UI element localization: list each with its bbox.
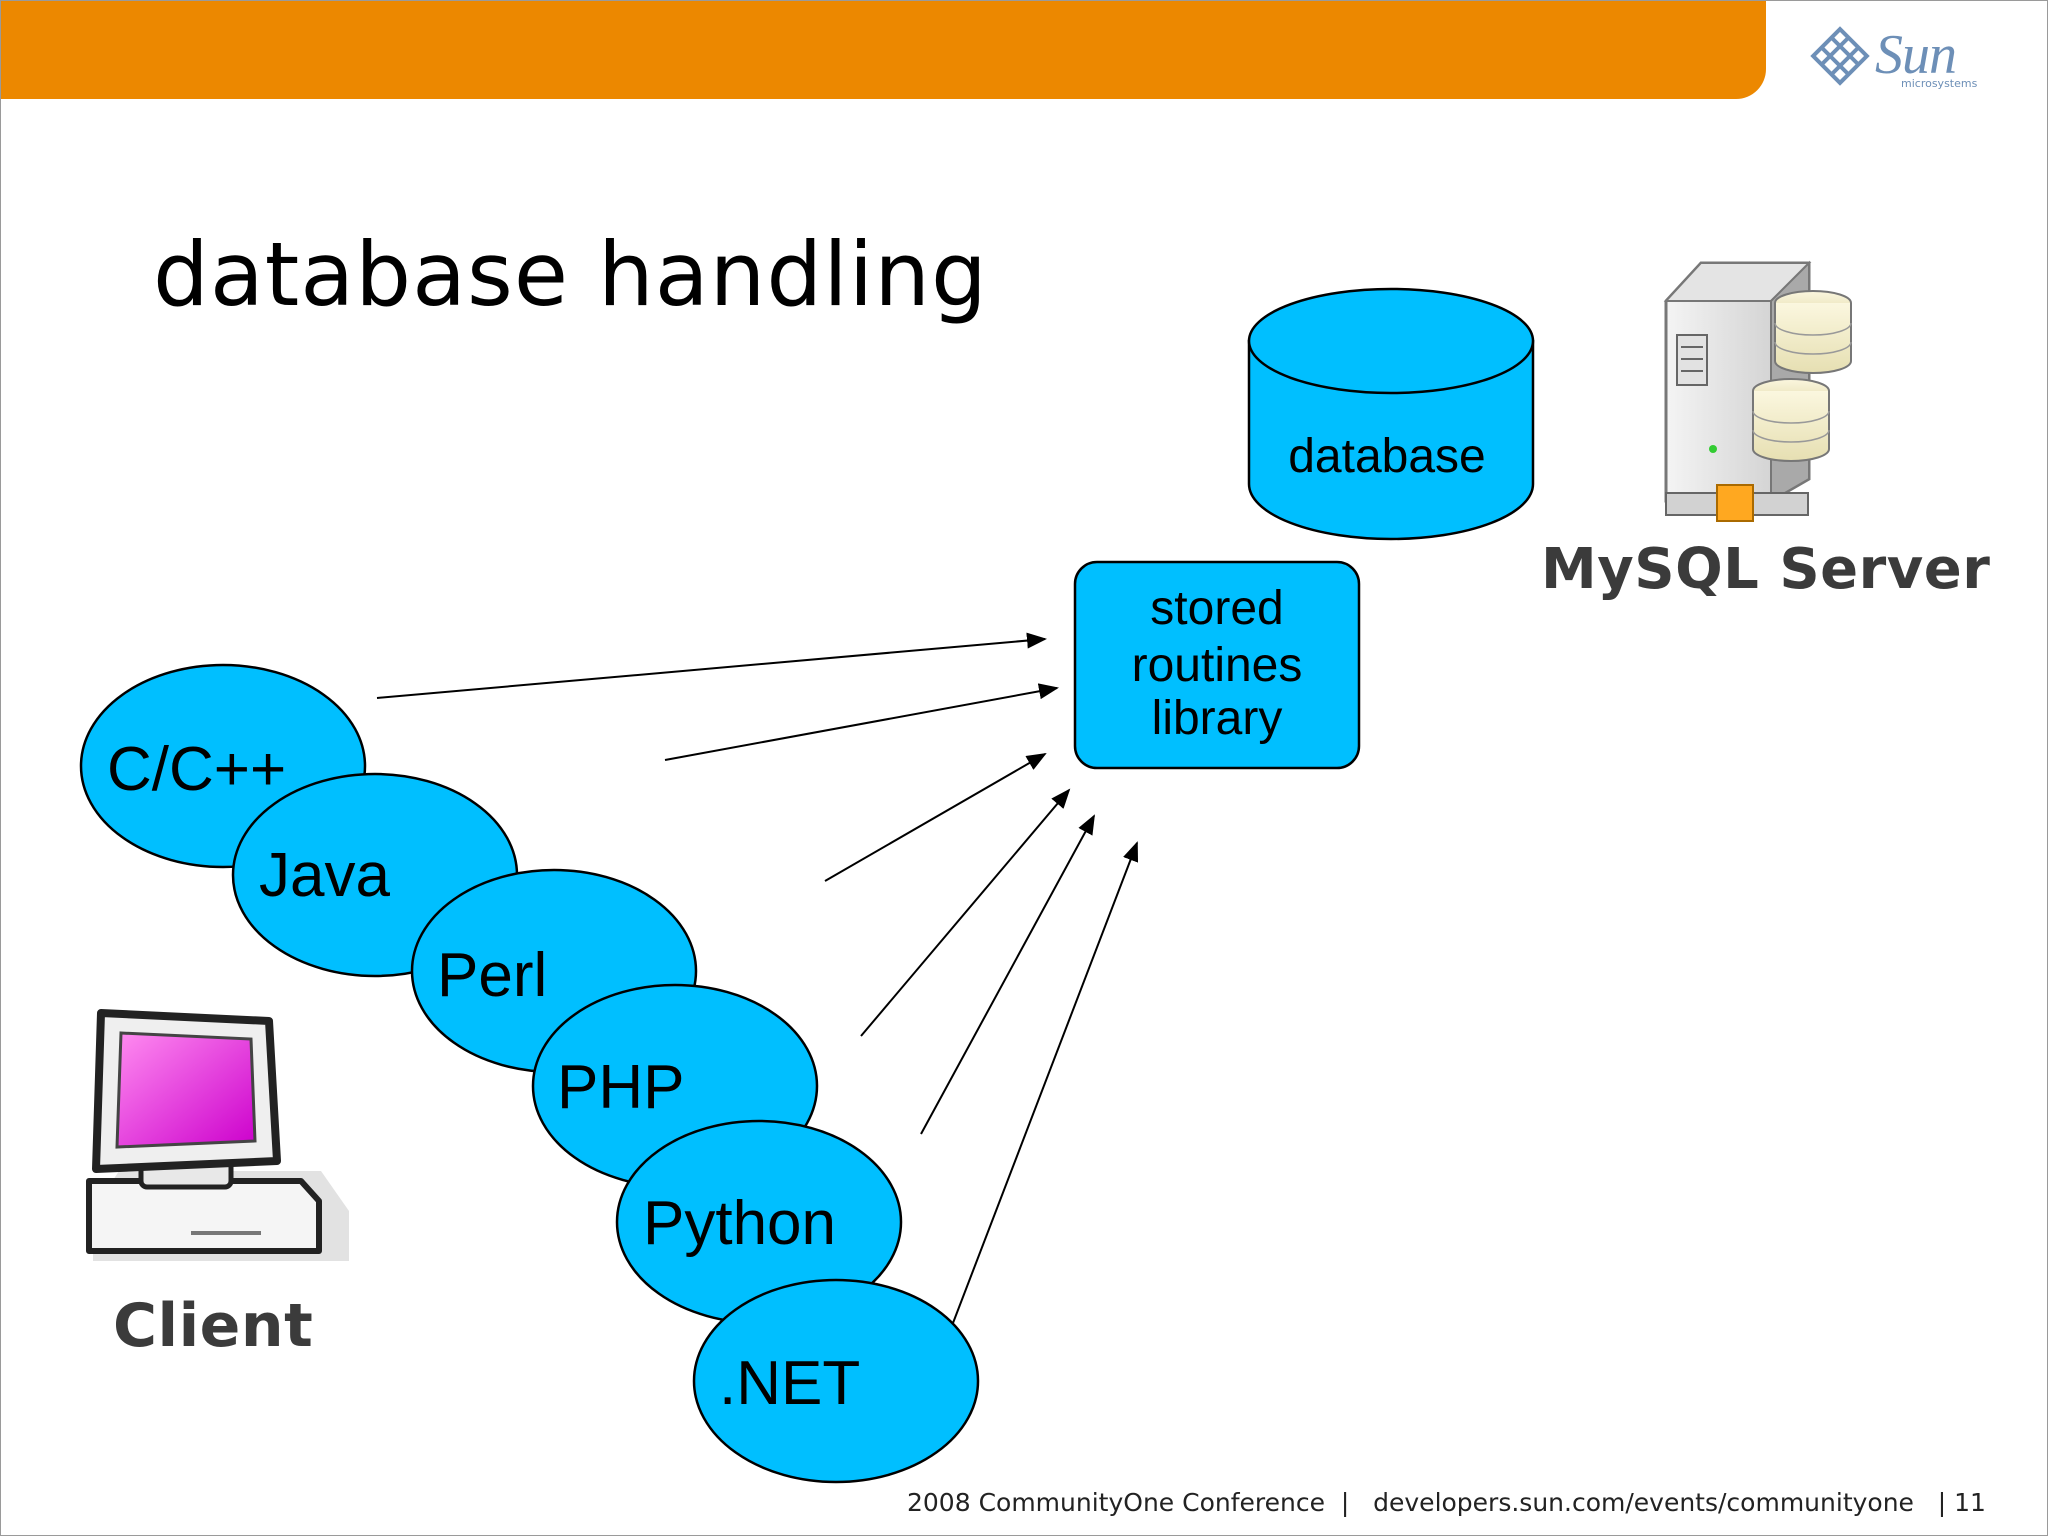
language-label: Perl (437, 941, 547, 1010)
stored-routines-box: stored routines library (1073, 560, 1361, 770)
arrow-cpp (376, 632, 1047, 699)
arrow-perl (824, 753, 1047, 882)
header-bar (1, 1, 1766, 99)
language-label: Java (259, 841, 390, 910)
sun-logo: Sun microsystems (1809, 23, 1977, 97)
footer-url: developers.sun.com/events/communityone (1373, 1488, 1914, 1517)
client-caption: Client (113, 1291, 314, 1361)
language-label: Python (643, 1189, 836, 1258)
footer-conference: 2008 CommunityOne Conference (907, 1488, 1325, 1517)
database-cylinder: database (1247, 287, 1535, 541)
logo-wordmark: Sun (1875, 24, 1957, 86)
language-node-dotnet: .NET (692, 1278, 980, 1484)
footer-page-number: 11 (1954, 1488, 1986, 1517)
sun-logo-icon (1810, 26, 1870, 86)
language-label: C/C++ (107, 735, 286, 804)
footer: 2008 CommunityOne Conference | developer… (907, 1488, 1986, 1517)
routines-label-line-1: stored (1150, 582, 1283, 635)
language-node-python: Python (615, 1119, 903, 1325)
mysql-server-caption: MySQL Server (1541, 537, 1991, 602)
server-icon (1663, 260, 1852, 522)
arrow-java (664, 683, 1059, 761)
logo-subtitle: microsystems (1901, 77, 1978, 90)
routines-label-line-2: routines (1132, 639, 1303, 692)
routines-label-line-3: library (1152, 692, 1283, 745)
arrow-python (920, 814, 1095, 1135)
arrow-php (860, 788, 1071, 1037)
client-computer-icon (86, 1009, 349, 1261)
database-label: database (1288, 430, 1486, 483)
arrow-dotnet (952, 841, 1139, 1324)
arrows (376, 632, 1139, 1324)
language-label: PHP (557, 1053, 684, 1122)
slide-title: database handling (153, 223, 988, 326)
language-label: .NET (719, 1349, 860, 1418)
